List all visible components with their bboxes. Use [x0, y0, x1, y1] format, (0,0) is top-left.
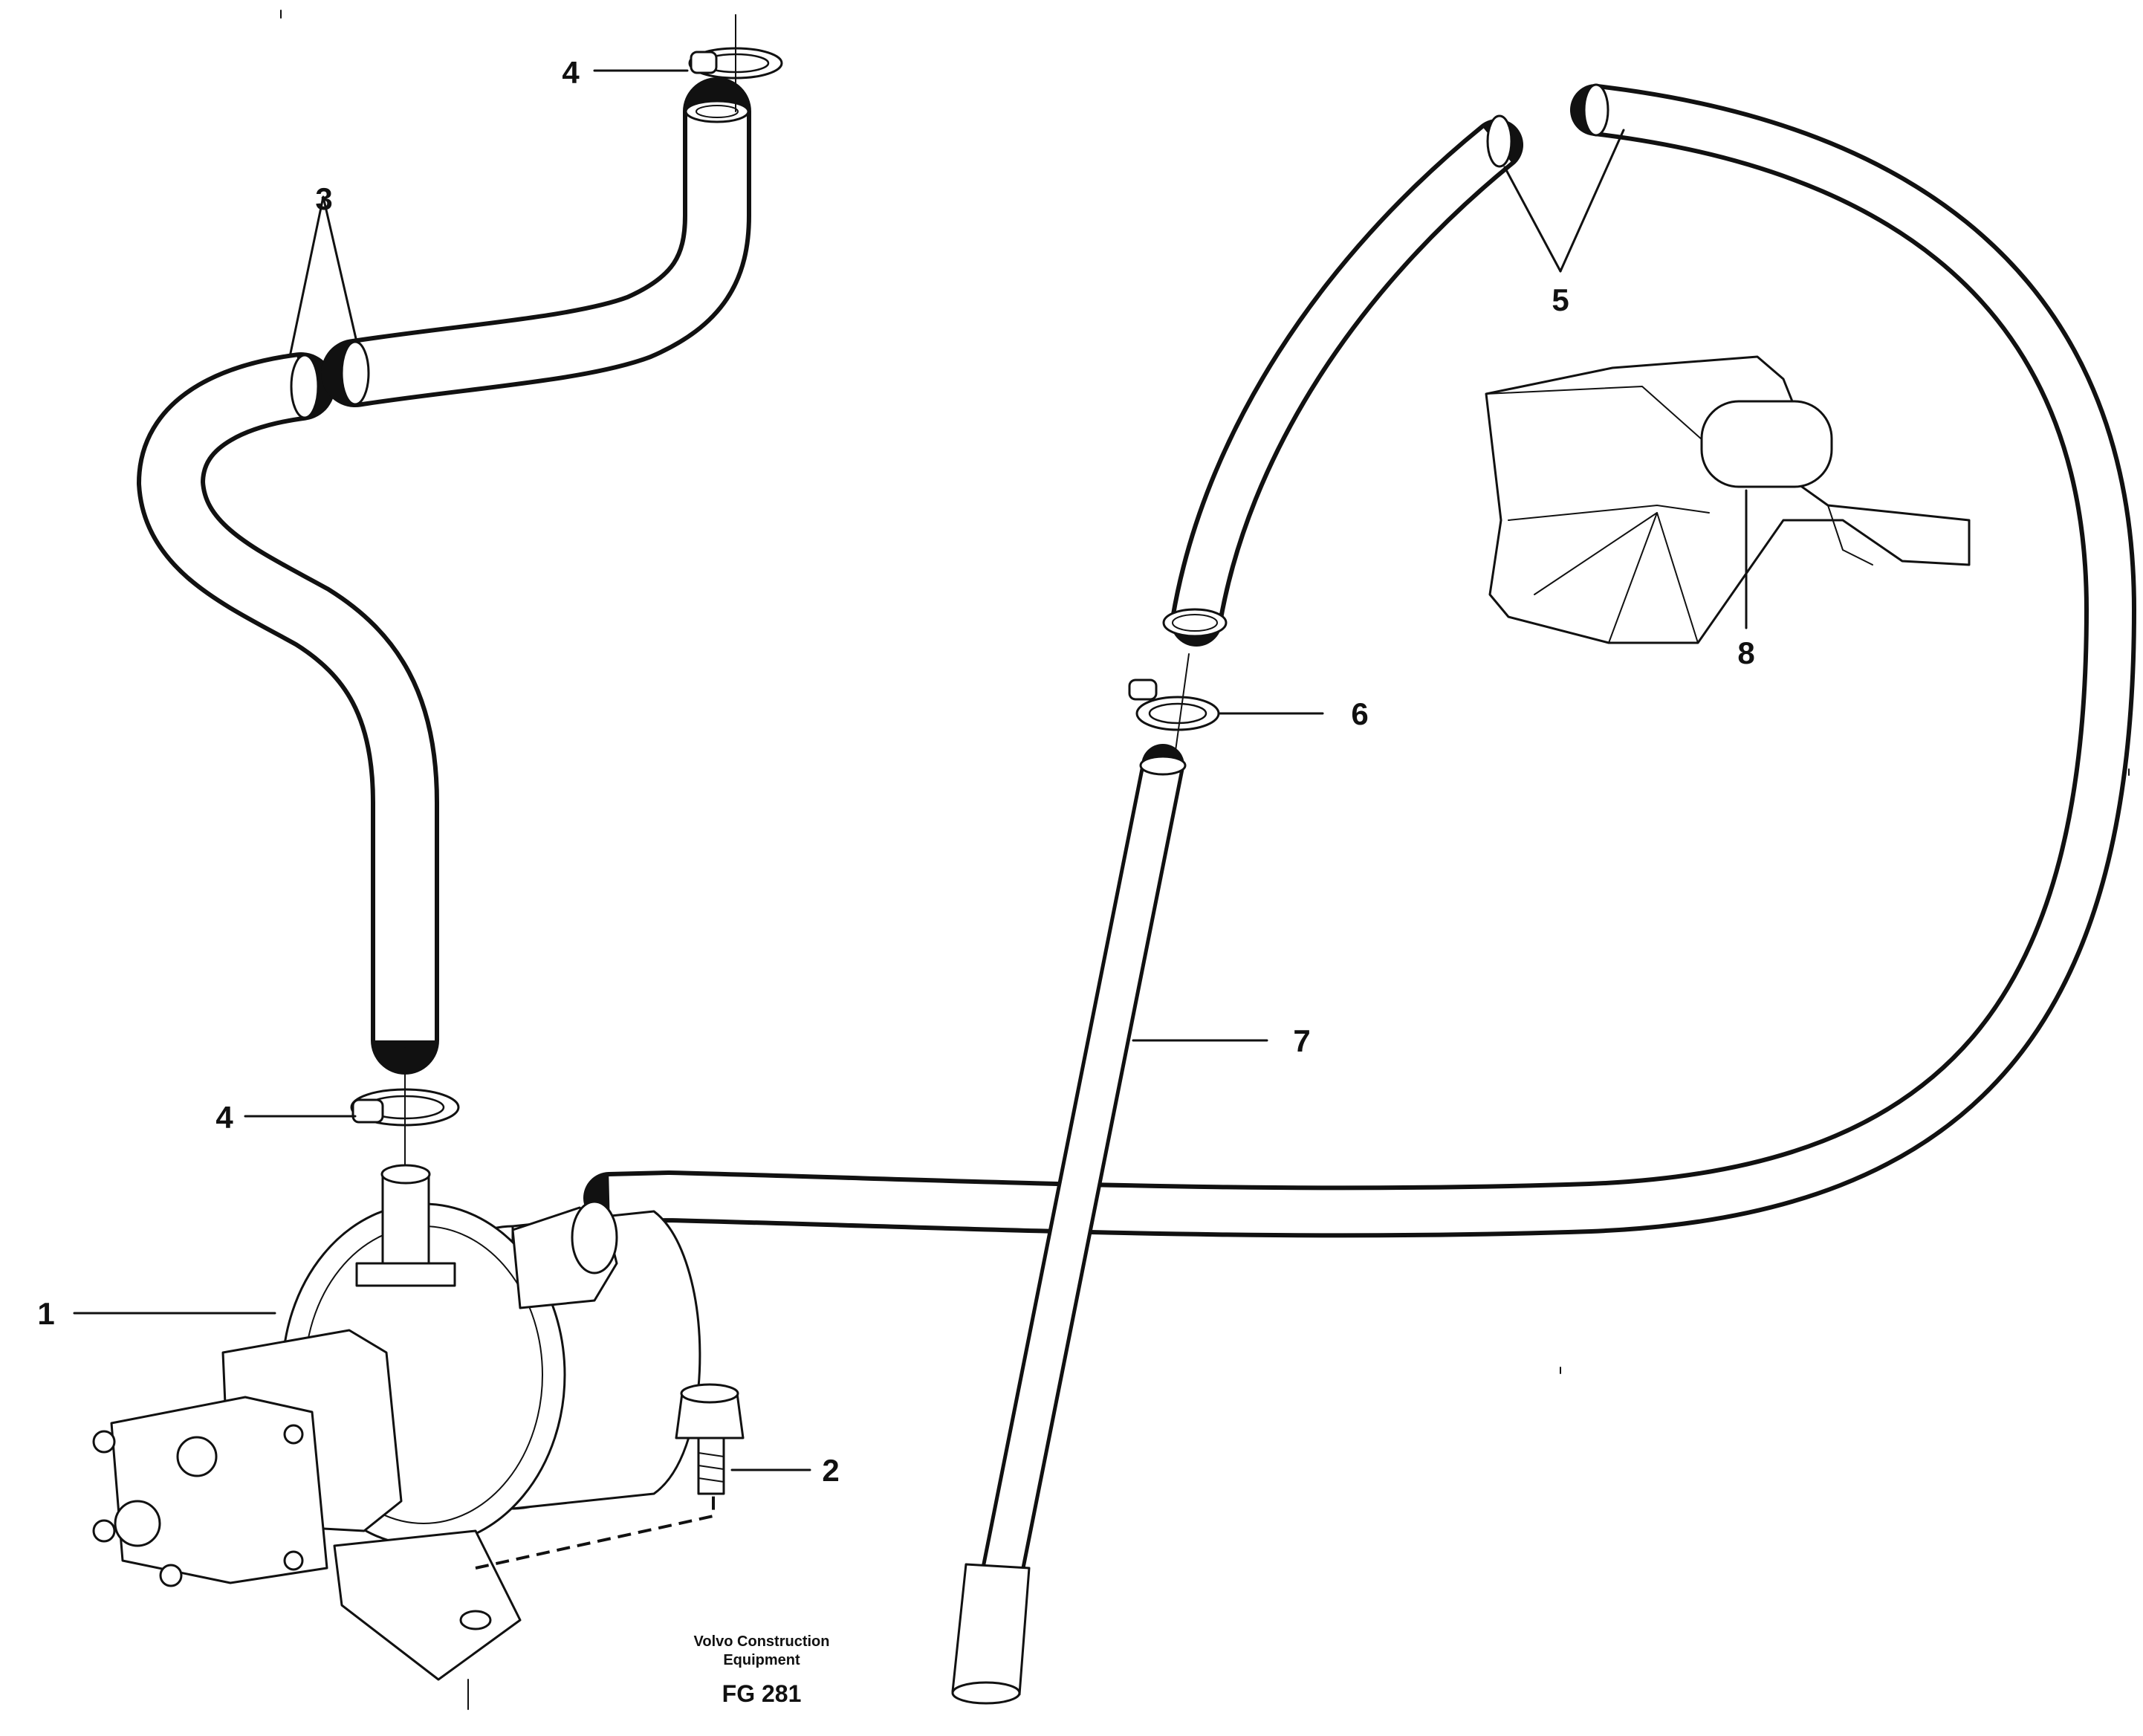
callout-8: 8 [1737, 635, 1754, 670]
figure-caption: Volvo Construction Equipment FG 281 [694, 1633, 830, 1707]
hose-5 [583, 83, 2136, 1238]
hose-clamp-4-lower [350, 1047, 460, 1167]
bolt-2 [675, 1383, 745, 1495]
page-markers [280, 10, 2130, 1374]
caption-figure-code: FG 281 [722, 1680, 802, 1707]
pump-1 [92, 1164, 715, 1710]
callout-3: 3 [315, 181, 332, 216]
callout-2: 2 [822, 1453, 839, 1488]
callout-labels: 1 2 3 4 4 5 6 7 8 [37, 55, 1754, 1488]
guard-8 [1485, 355, 1971, 644]
caption-maker-line2: Equipment [723, 1652, 800, 1668]
callout-7: 7 [1293, 1023, 1310, 1058]
hose-3 [137, 77, 751, 1075]
hose-clamp-6 [1128, 653, 1220, 751]
callout-6: 6 [1351, 696, 1368, 731]
callout-1: 1 [37, 1296, 54, 1331]
leader-lines [73, 69, 1748, 1471]
callout-5: 5 [1552, 282, 1569, 317]
callout-4-lower: 4 [215, 1100, 233, 1135]
caption-maker-line1: Volvo Construction [694, 1633, 830, 1650]
callout-4-top: 4 [562, 55, 580, 90]
hose-clamp-4-top [688, 14, 783, 112]
tube-7 [951, 744, 1187, 1705]
